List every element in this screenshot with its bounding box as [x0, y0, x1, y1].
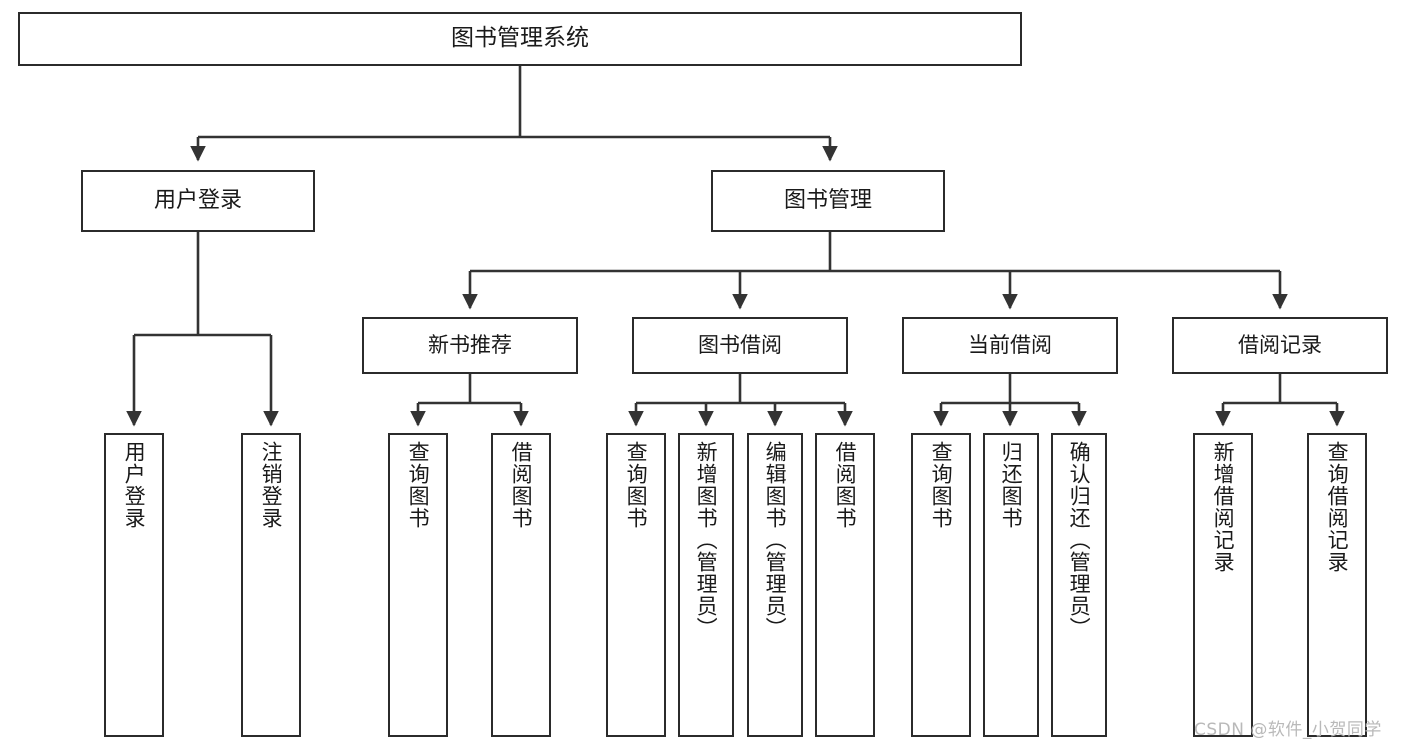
leaf-user-logout[interactable]: 注销登录: [241, 433, 301, 737]
leaf-borrow-book[interactable]: 借阅图书: [815, 433, 875, 737]
node-label: 用户登录: [153, 188, 242, 214]
node-label: 查询图书: [406, 441, 431, 529]
leaf-query-borrow-record[interactable]: 查询借阅记录: [1307, 433, 1367, 737]
leaf-return-book[interactable]: 归还图书: [983, 433, 1039, 737]
node-book-borrow[interactable]: 图书借阅: [632, 317, 848, 374]
leaf-query-book-current[interactable]: 查询图书: [911, 433, 971, 737]
node-label: 查询图书: [624, 441, 649, 529]
node-label: 图书管理: [783, 188, 872, 214]
node-label: 归还图书: [999, 441, 1024, 529]
leaf-query-book-recommend[interactable]: 查询图书: [388, 433, 448, 737]
leaf-confirm-return-admin[interactable]: 确认归还（管理员）: [1051, 433, 1107, 737]
watermark-text: CSDN @软件_小贺同学: [1194, 720, 1382, 740]
node-book-management[interactable]: 图书管理: [711, 170, 945, 232]
node-label: 新书推荐: [428, 333, 512, 358]
node-label: 注销登录: [259, 441, 284, 529]
leaf-add-borrow-record[interactable]: 新增借阅记录: [1193, 433, 1253, 737]
node-label: 借阅记录: [1238, 333, 1322, 358]
node-label: 当前借阅: [968, 333, 1052, 358]
leaf-edit-book-admin[interactable]: 编辑图书（管理员）: [747, 433, 803, 737]
node-label: 新增图书（管理员）: [694, 441, 719, 639]
leaf-user-login[interactable]: 用户登录: [104, 433, 164, 737]
leaf-query-book-borrow[interactable]: 查询图书: [606, 433, 666, 737]
node-user-login[interactable]: 用户登录: [81, 170, 315, 232]
node-label: 确认归还（管理员）: [1067, 441, 1092, 639]
leaf-add-book-admin[interactable]: 新增图书（管理员）: [678, 433, 734, 737]
node-label: 图书管理系统: [451, 25, 589, 52]
node-label: 新增借阅记录: [1211, 441, 1236, 573]
node-borrow-record[interactable]: 借阅记录: [1172, 317, 1388, 374]
node-label: 借阅图书: [833, 441, 858, 529]
node-label: 编辑图书（管理员）: [763, 441, 788, 639]
node-current-borrow[interactable]: 当前借阅: [902, 317, 1118, 374]
node-label: 借阅图书: [509, 441, 534, 529]
node-label: 查询图书: [929, 441, 954, 529]
node-label: 图书借阅: [698, 333, 782, 358]
leaf-borrow-book-recommend[interactable]: 借阅图书: [491, 433, 551, 737]
node-new-book-recommend[interactable]: 新书推荐: [362, 317, 578, 374]
node-label: 查询借阅记录: [1325, 441, 1350, 573]
node-root-system[interactable]: 图书管理系统: [18, 12, 1022, 66]
node-label: 用户登录: [122, 441, 147, 529]
